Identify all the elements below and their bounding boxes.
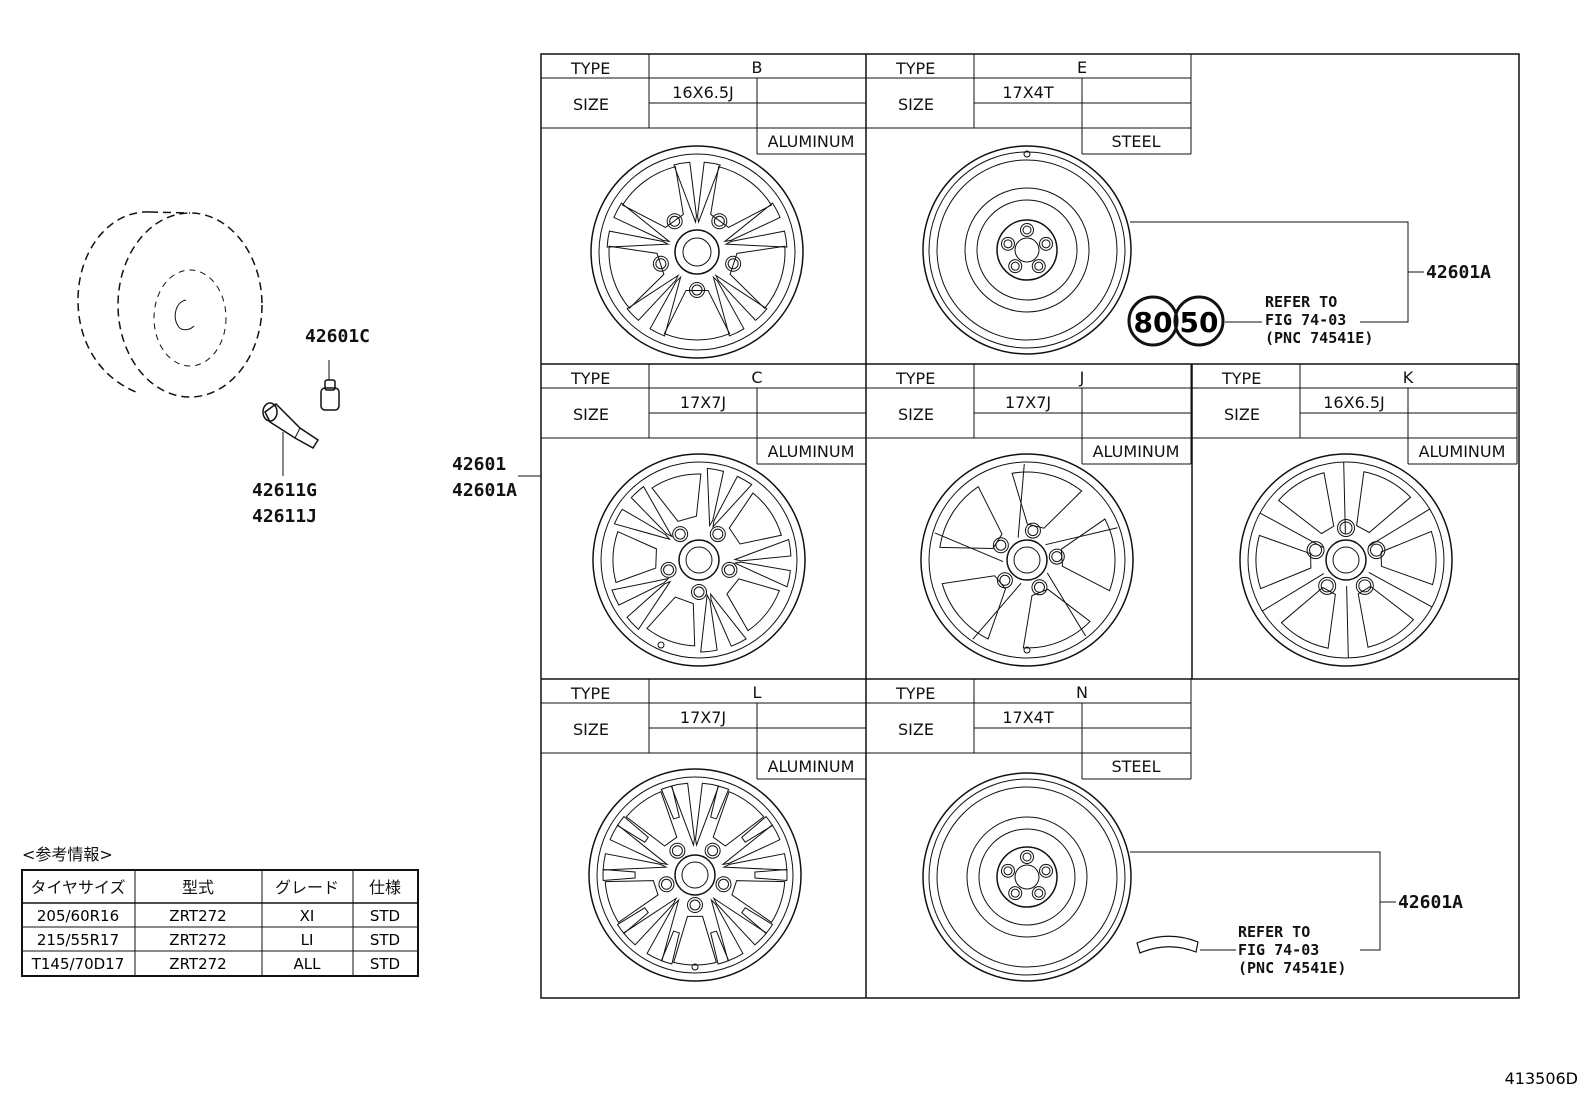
callout-spare-bottom — [1130, 851, 1396, 954]
size-label: SIZE — [1224, 405, 1260, 424]
type-code: N — [1076, 683, 1088, 702]
ref-table-cell: STD — [370, 955, 400, 973]
part-number-42611j: 42611J — [252, 506, 317, 527]
type-code: J — [1079, 368, 1085, 387]
speed-limit-badge: 80 50 — [1127, 295, 1225, 347]
refer-note-top-line-1: REFER TO — [1265, 293, 1337, 311]
type-code: C — [751, 368, 762, 387]
size-value: 16X6.5J — [672, 83, 733, 102]
ref-table-cell: T145/70D17 — [31, 955, 125, 973]
wheel-type-cell-b: TYPE SIZE B 16X6.5J ALUMINUM — [541, 54, 867, 155]
type-code: K — [1403, 368, 1414, 387]
ref-table-header: 型式 — [182, 878, 214, 897]
valve-stem-drawing — [262, 402, 320, 476]
wheel-drawing-b — [590, 145, 804, 359]
wheel-type-cell-e: TYPE SIZE E 17X4T STEEL — [866, 54, 1192, 155]
part-number-42601a-spare-top: 42601A — [1426, 262, 1491, 283]
type-label: TYPE — [895, 684, 935, 703]
type-label: TYPE — [570, 684, 610, 703]
speed-badge-80: 80 — [1134, 306, 1173, 339]
callout-spare-top — [1130, 221, 1424, 323]
refer-note-top-line-3: (PNC 74541E) — [1265, 329, 1373, 347]
wheel-type-cell-l: TYPE SIZE L 17X7J ALUMINUM — [541, 679, 867, 780]
ref-table-cell: ZRT272 — [169, 931, 226, 949]
wheel-cap-drawing — [320, 360, 340, 411]
type-label: TYPE — [570, 59, 610, 78]
material-value: ALUMINUM — [768, 757, 855, 776]
type-code: B — [752, 58, 763, 77]
figure-id: 413506D — [1505, 1069, 1578, 1088]
wheel-type-cell-k: TYPE SIZE K 16X6.5J ALUMINUM — [1192, 364, 1518, 465]
wheel-drawing-n — [922, 772, 1132, 982]
type-label: TYPE — [895, 59, 935, 78]
type-label: TYPE — [895, 369, 935, 388]
size-value: 17X4T — [1002, 708, 1054, 727]
wheel-type-cell-c: TYPE SIZE C 17X7J ALUMINUM — [541, 364, 867, 465]
ref-table-cell: LI — [301, 931, 314, 949]
wheel-type-cell-n: TYPE SIZE N 17X4T STEEL — [866, 679, 1192, 780]
size-value: 17X7J — [680, 393, 726, 412]
material-value: ALUMINUM — [768, 442, 855, 461]
size-value: 17X4T — [1002, 83, 1054, 102]
size-value: 17X7J — [1005, 393, 1051, 412]
ref-table-cell: ZRT272 — [169, 907, 226, 925]
wheel-drawing-e — [922, 145, 1132, 355]
material-value: ALUMINUM — [1093, 442, 1180, 461]
ref-table-cell: STD — [370, 907, 400, 925]
ref-table-title: <参考情報> — [22, 845, 113, 864]
size-label: SIZE — [573, 720, 609, 739]
material-value: STEEL — [1111, 757, 1160, 776]
size-value: 16X6.5J — [1323, 393, 1384, 412]
part-number-42601: 42601 — [452, 454, 506, 475]
refer-note-top-line-2: FIG 74-03 — [1265, 311, 1346, 329]
size-label: SIZE — [898, 95, 934, 114]
ref-table-cell: ZRT272 — [169, 955, 226, 973]
type-code: E — [1077, 58, 1087, 77]
ref-table-cell: STD — [370, 931, 400, 949]
tire-drawing — [77, 211, 263, 398]
wheel-type-cell-j: TYPE SIZE J 17X7J ALUMINUM — [866, 364, 1192, 465]
ref-table-header: グレード — [275, 878, 339, 897]
material-value: ALUMINUM — [768, 132, 855, 151]
material-value: STEEL — [1111, 132, 1160, 151]
wheel-drawing-k — [1239, 453, 1453, 667]
type-code: L — [753, 683, 762, 702]
wheel-drawing-l — [588, 768, 802, 982]
ref-table-cell: 205/60R16 — [37, 907, 119, 925]
size-value: 17X7J — [680, 708, 726, 727]
part-number-42611g: 42611G — [252, 480, 317, 501]
ref-table — [21, 869, 419, 977]
size-label: SIZE — [898, 720, 934, 739]
type-label: TYPE — [1221, 369, 1261, 388]
refer-note-bottom-line-3: (PNC 74541E) — [1238, 959, 1346, 977]
size-label: SIZE — [898, 405, 934, 424]
part-number-42601a-spare-bottom: 42601A — [1398, 892, 1463, 913]
speed-badge-50: 50 — [1180, 306, 1219, 339]
ref-table-cell: 215/55R17 — [37, 931, 119, 949]
wheel-drawing-c — [592, 453, 806, 667]
size-label: SIZE — [573, 95, 609, 114]
refer-note-bottom-line-2: FIG 74-03 — [1238, 941, 1319, 959]
wheel-drawing-j — [920, 453, 1134, 667]
material-value: ALUMINUM — [1419, 442, 1506, 461]
ref-table-cell: XI — [300, 907, 315, 925]
part-number-42601c: 42601C — [305, 326, 370, 347]
wheel-type-cells: TYPE SIZE B 16X6.5J ALUMINUM TYPE SIZE E 17X4T ST… — [541, 54, 1518, 780]
ref-table-header: タイヤサイズ — [30, 878, 125, 897]
size-label: SIZE — [573, 405, 609, 424]
type-label: TYPE — [570, 369, 610, 388]
refer-note-bottom-line-1: REFER TO — [1238, 923, 1310, 941]
part-number-42601a-wheel: 42601A — [452, 480, 517, 501]
wheel-grid — [540, 53, 1520, 999]
ref-table-cell: ALL — [294, 955, 322, 973]
ref-table-header: 仕様 — [369, 878, 401, 897]
